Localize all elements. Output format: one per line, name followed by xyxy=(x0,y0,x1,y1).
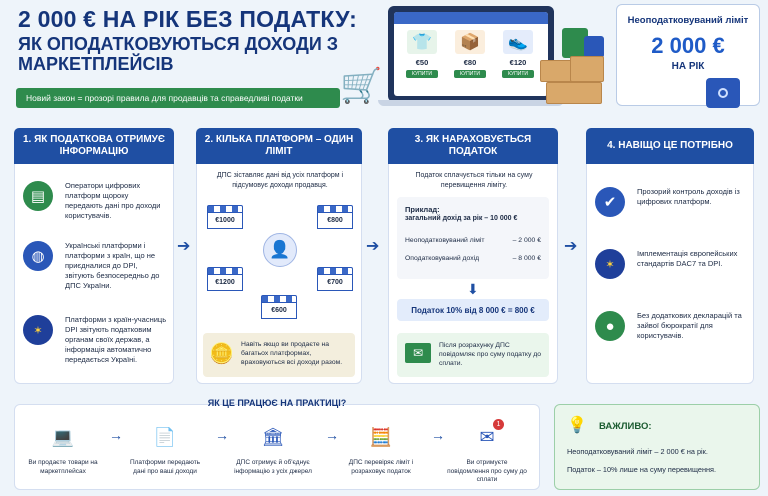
box-icon xyxy=(546,82,602,104)
column-purpose: 4. НАВІЩО ЦЕ ПОТРІБНО ✔ Прозорий контрол… xyxy=(586,128,754,384)
calculator-icon: 🧮 xyxy=(369,426,393,447)
shield-check-icon: ✔ xyxy=(595,187,625,217)
tax-result: Податок 10% від 8 000 € = 800 € xyxy=(397,299,549,321)
product-card: 👕 €50 КУПИТИ xyxy=(402,30,442,78)
page-subtitle: ЯК ОПОДАТКОВУЮТЬСЯ ДОХОДИ З МАРКЕТПЛЕЙСІ… xyxy=(18,34,339,74)
practice-step: 🧮 ДПС перевіряє ліміт і розраховує подат… xyxy=(339,423,423,476)
column-tax-calc: 3. ЯК НАРАХОВУЄТЬСЯ ПОДАТОК Податок спла… xyxy=(388,128,558,384)
column-heading: 4. НАВІЩО ЦЕ ПОТРІБНО xyxy=(586,128,754,164)
marketplace-laptop: 👕 €50 КУПИТИ 📦 €80 КУПИТИ 👟 €120 КУПИТИ xyxy=(388,6,554,102)
shopping-bag-icon xyxy=(584,36,604,58)
platform-store: €600 xyxy=(261,295,297,319)
list-item: ● Без додаткових декларацій та зайвої бю… xyxy=(595,311,743,341)
box-icon xyxy=(570,56,604,82)
upload-document-icon: 📄 xyxy=(153,426,177,447)
laptop-icon: 💻 xyxy=(51,426,75,447)
user-icon: ● xyxy=(595,311,625,341)
platform-store: €1000 xyxy=(207,205,243,229)
arrow-down-icon: ⬇ xyxy=(467,281,479,297)
buy-button[interactable]: КУПИТИ xyxy=(454,70,486,78)
shopping-bag-icon xyxy=(562,28,588,58)
laptop-base xyxy=(378,100,564,106)
list-item: ◍ Українські платформи і платформи з кра… xyxy=(23,241,165,291)
box-icon: 📦 xyxy=(455,30,485,54)
sneaker-icon: 👟 xyxy=(503,30,533,54)
platform-store: €700 xyxy=(317,267,353,291)
practice-panel: 💻 Ви продаєте товари на маркетплейсах → … xyxy=(14,404,540,490)
practice-heading: ЯК ЦЕ ПРАЦЮЄ НА ПРАКТИЦІ? xyxy=(207,398,347,408)
parcels-illustration xyxy=(540,28,606,104)
shopping-cart-icon: 🛒 xyxy=(340,67,383,105)
platform-store: €800 xyxy=(317,205,353,229)
column-heading: 1. ЯК ПОДАТКОВА ОТРИМУЄ ІНФОРМАЦІЮ xyxy=(14,128,174,164)
arrow-right-icon: → xyxy=(431,427,445,443)
column-platforms: 2. КІЛЬКА ПЛАТФОРМ – ОДИН ЛІМІТ ДПС зіст… xyxy=(196,128,362,384)
list-item: ✶ Платформи з країн-учасниць DPI звітуют… xyxy=(23,315,169,365)
practice-step: 📄 Платформи передають дані про ваші дохо… xyxy=(123,423,207,476)
globe-icon: ◍ xyxy=(23,241,53,271)
eu-flag-icon: ✶ xyxy=(595,249,625,279)
arrow-right-icon: ➔ xyxy=(564,238,578,255)
practice-step: 💻 Ви продаєте товари на маркетплейсах xyxy=(21,423,105,476)
envelope-icon: ✉ xyxy=(405,343,431,363)
arrow-right-icon: → xyxy=(325,427,339,443)
user-icon: 👤 xyxy=(263,233,297,267)
example-box: Приклад: загальний дохід за рік – 10 000… xyxy=(397,197,549,279)
list-item: ▤ Оператори цифрових платформ щороку пер… xyxy=(23,181,163,221)
arrow-right-icon: → xyxy=(215,427,229,443)
envelope-icon: ✉ 1 xyxy=(472,419,504,451)
practice-step: 🏛 ДПС отримує й об'єднує інформацію з ус… xyxy=(231,423,315,476)
document-icon: ▤ xyxy=(23,181,53,211)
buy-button[interactable]: КУПИТИ xyxy=(406,70,438,78)
product-card: 👟 €120 КУПИТИ xyxy=(498,30,538,78)
notification-badge: 1 xyxy=(493,419,504,430)
column-heading: 2. КІЛЬКА ПЛАТФОРМ – ОДИН ЛІМІТ xyxy=(196,128,362,164)
lightbulb-icon: 💡 xyxy=(567,417,587,434)
list-item: ✔ Прозорий контроль доходів із цифрових … xyxy=(595,187,743,217)
product-card: 📦 €80 КУПИТИ xyxy=(450,30,490,78)
bank-icon: 🏛 xyxy=(261,426,285,447)
note-box: ✉ Після розрахунку ДПС повідомляє про су… xyxy=(397,333,549,377)
column-info-sources: 1. ЯК ПОДАТКОВА ОТРИМУЄ ІНФОРМАЦІЮ ▤ Опе… xyxy=(14,128,174,384)
arrow-right-icon: → xyxy=(109,427,123,443)
important-box: 💡 ВАЖЛИВО: Неоподатковуваний ліміт – 2 0… xyxy=(554,404,760,490)
arrow-right-icon: ➔ xyxy=(366,238,380,255)
coins-icon: 🪙 xyxy=(209,343,234,365)
note-box: 🪙 Навіть якщо ви продаєте на багатьох пл… xyxy=(203,333,355,377)
page-title: 2 000 € НА РІК БЕЗ ПОДАТКУ: xyxy=(18,6,357,32)
safe-icon xyxy=(706,78,740,108)
law-banner: Новий закон = прозорі правила для продав… xyxy=(16,88,340,108)
arrow-right-icon: ➔ xyxy=(177,238,191,255)
platform-store: €1200 xyxy=(207,267,243,291)
practice-step: ✉ 1 Ви отримуєте повідомлення про суму д… xyxy=(447,419,527,483)
list-item: ✶ Імплементація європейських стандартів … xyxy=(595,249,747,279)
column-heading: 3. ЯК НАРАХОВУЄТЬСЯ ПОДАТОК xyxy=(388,128,558,164)
eu-flag-icon: ✶ xyxy=(23,315,53,345)
box-icon xyxy=(540,60,574,82)
tshirt-icon: 👕 xyxy=(407,30,437,54)
buy-button[interactable]: КУПИТИ xyxy=(502,70,534,78)
